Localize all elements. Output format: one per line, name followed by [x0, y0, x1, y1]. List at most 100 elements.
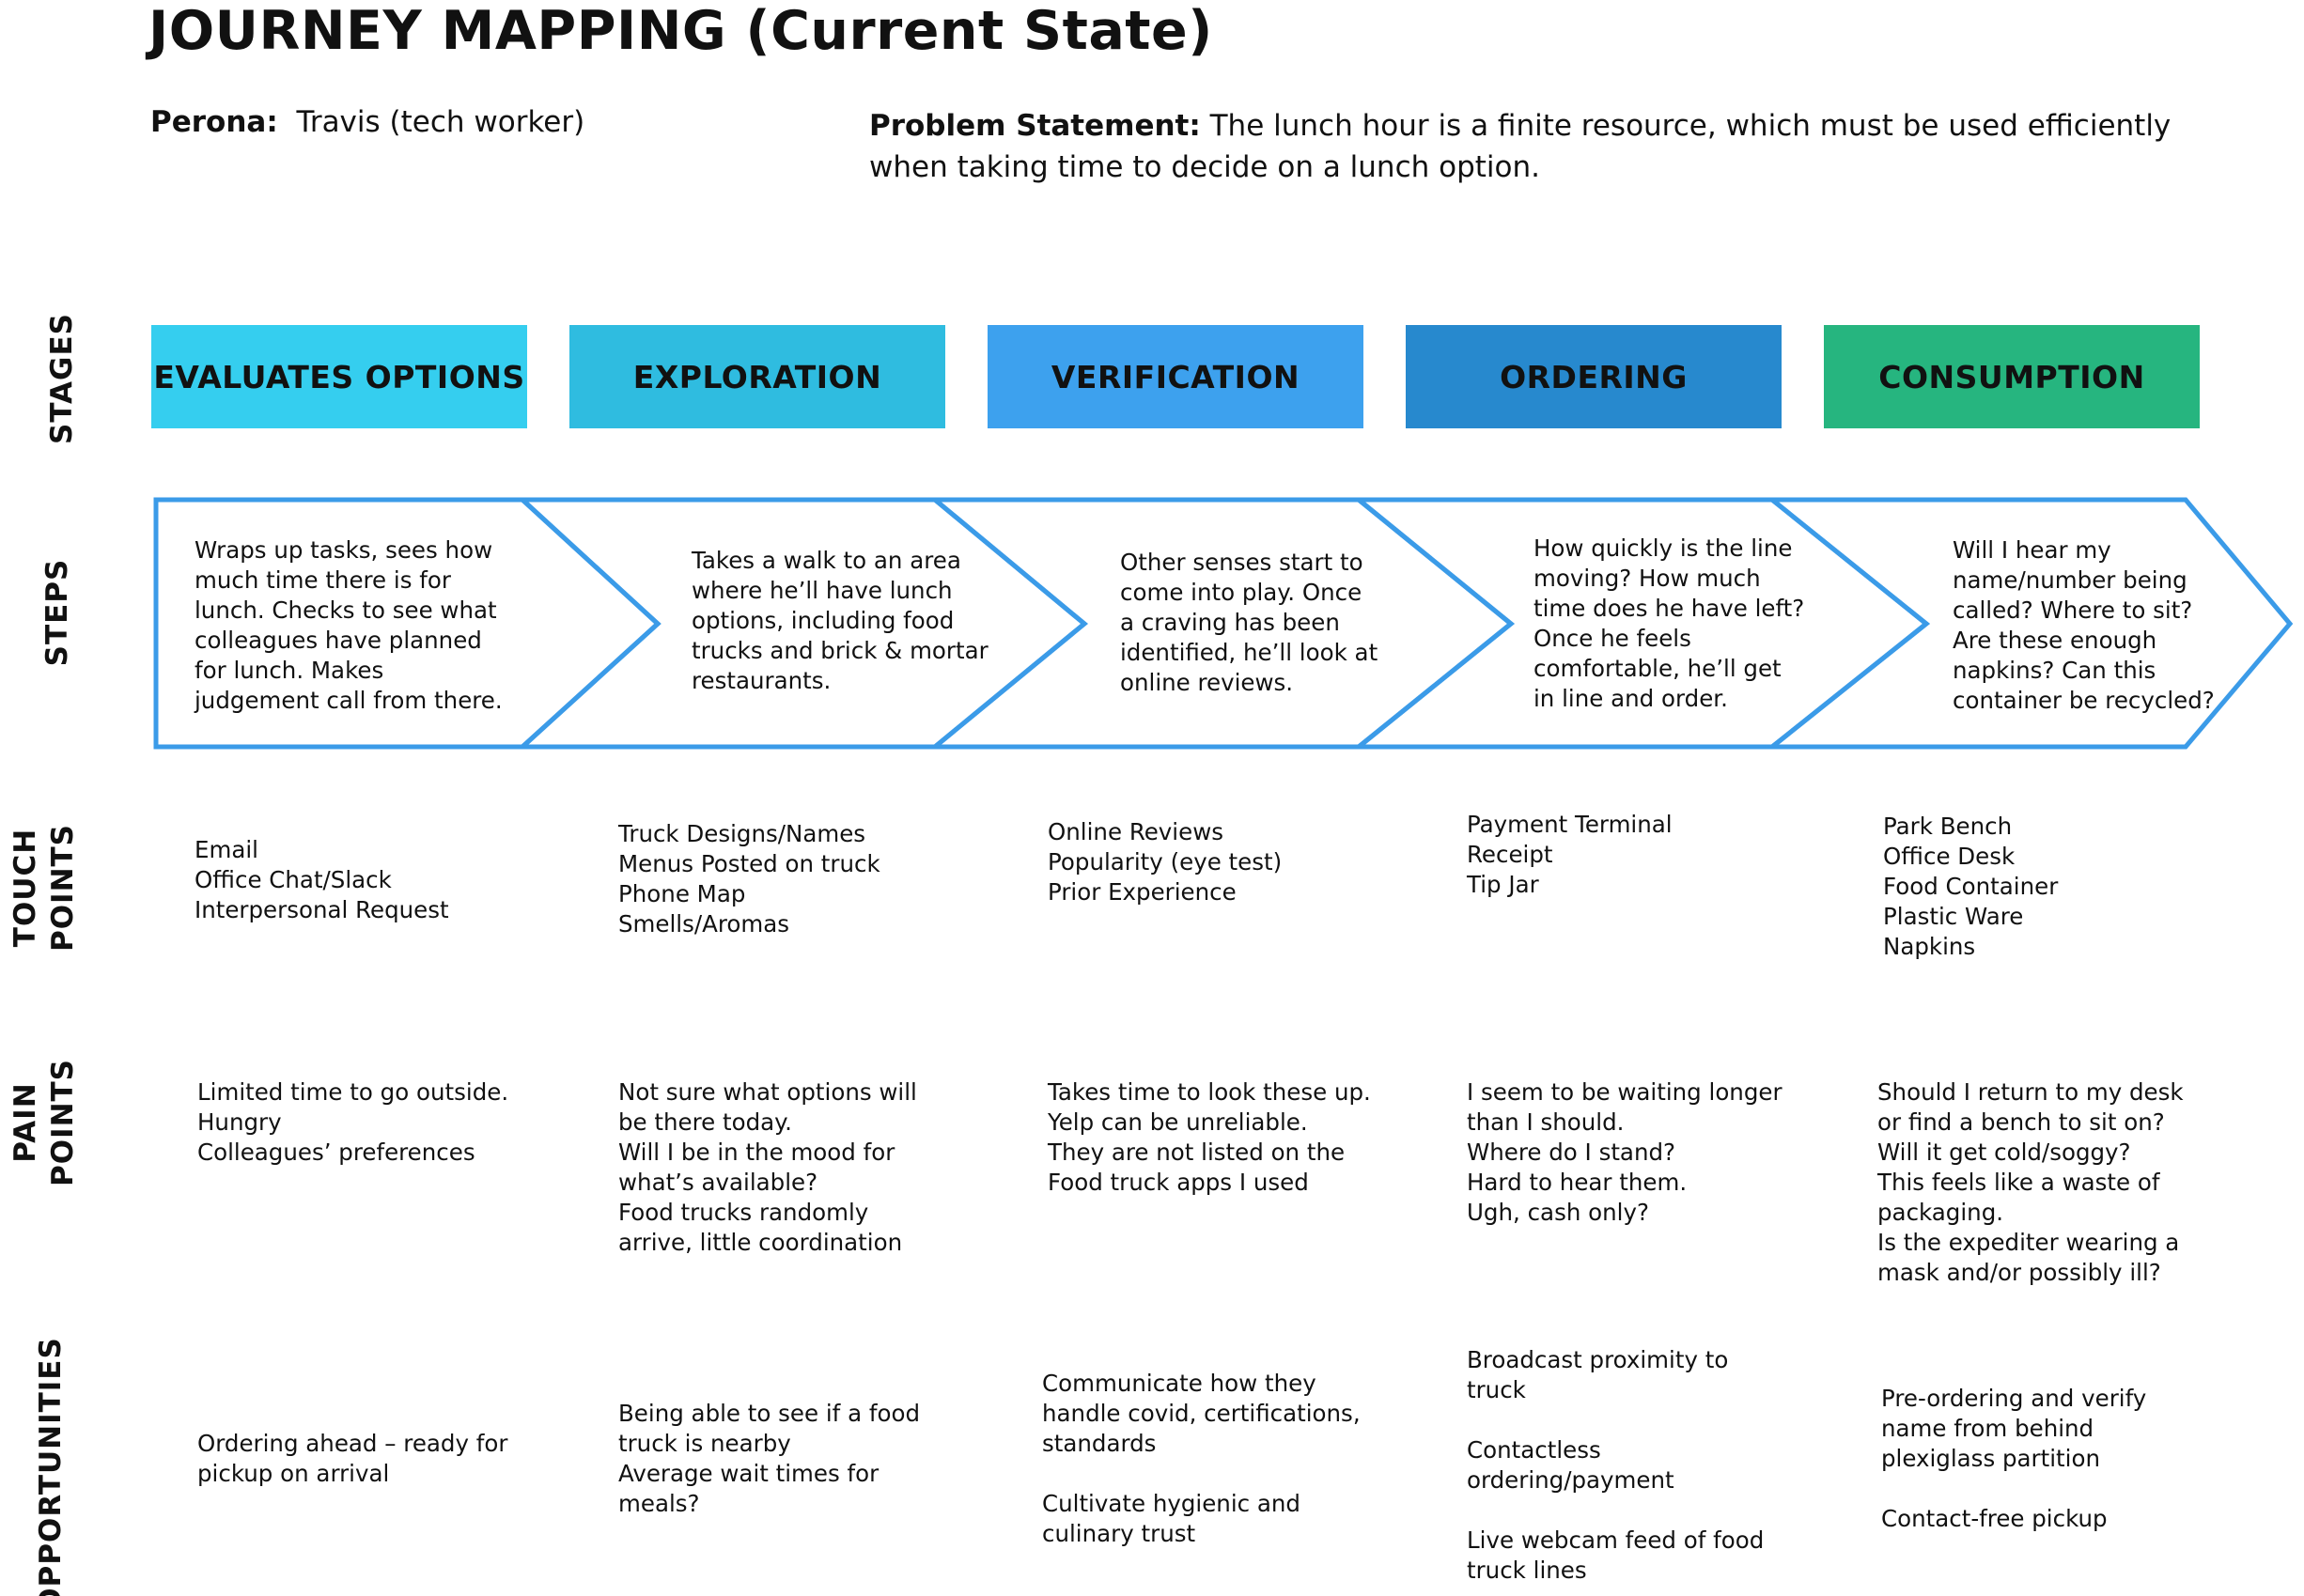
text-line: Truck Designs/Names: [618, 820, 866, 847]
text-line: Will I hear my: [1953, 536, 2111, 564]
text-line: Not sure what options will: [618, 1078, 917, 1106]
page-title: JOURNEY MAPPING (Current State): [148, 0, 1213, 62]
text-line: come into play. Once: [1120, 579, 1362, 606]
text-line: Food truck apps I used: [1048, 1169, 1309, 1196]
text-line: Office Chat/Slack: [195, 866, 392, 893]
stage-ordering: ORDERING: [1406, 325, 1782, 428]
text-line: Phone Map: [618, 880, 746, 907]
text-line: Cultivate hygienic and: [1042, 1490, 1300, 1517]
stage-evaluates-options: EVALUATES OPTIONS: [151, 325, 527, 428]
text-line: Should I return to my desk: [1877, 1078, 2184, 1106]
text-line: a craving has been: [1120, 609, 1340, 636]
text-line: Wraps up tasks, sees how: [195, 536, 493, 564]
stage-verification: VERIFICATION: [988, 325, 1363, 428]
text-line: Napkins: [1883, 933, 1976, 960]
text-line: Will I be in the mood for: [618, 1139, 895, 1166]
text-line: arrive, little coordination: [618, 1229, 903, 1256]
text-line: Takes time to look these up.: [1048, 1078, 1371, 1106]
text-line: plexiglass partition: [1881, 1445, 2100, 1472]
text-line: Is the expediter wearing a: [1877, 1229, 2180, 1256]
text-line: for lunch. Makes: [195, 657, 384, 684]
text-line: Hungry: [197, 1108, 282, 1136]
text-line: Broadcast proximity to: [1467, 1346, 1729, 1373]
text-line: judgement call from there.: [195, 687, 503, 714]
text-line: Takes a walk to an area: [692, 547, 961, 574]
text-line: Prior Experience: [1048, 878, 1237, 906]
text-line: pickup on arrival: [197, 1460, 390, 1487]
stage-exploration: EXPLORATION: [569, 325, 945, 428]
text-line: Yelp can be unreliable.: [1048, 1108, 1308, 1136]
text-line: than I should.: [1467, 1108, 1625, 1136]
text-line: Where do I stand?: [1467, 1139, 1676, 1166]
text-line: meals?: [618, 1490, 700, 1517]
text-line: Average wait times for: [618, 1460, 880, 1487]
text-line: Ugh, cash only?: [1467, 1199, 1649, 1226]
text-line: options, including food: [692, 607, 955, 634]
text-line: Payment Terminal: [1467, 811, 1673, 838]
text-line: [1042, 1459, 1361, 1489]
text-line: Once he feels: [1533, 625, 1691, 652]
text-line: Limited time to go outside.: [197, 1078, 509, 1106]
text-line: Will it get cold/soggy?: [1877, 1139, 2131, 1166]
text-line: napkins? Can this: [1953, 657, 2156, 684]
text-line: Online Reviews: [1048, 818, 1223, 845]
text-line: I seem to be waiting longer: [1467, 1078, 1782, 1106]
text-line: called? Where to sit?: [1953, 597, 2193, 624]
text-line: Contactless: [1467, 1436, 1601, 1464]
text-line: be there today.: [618, 1108, 792, 1136]
text-line: Food Container: [1883, 873, 2059, 900]
text-line: or find a bench to sit on?: [1877, 1108, 2165, 1136]
text-line: They are not listed on the: [1048, 1139, 1346, 1166]
text-line: moving? How much: [1533, 565, 1761, 592]
persona-value: Travis (tech worker): [296, 105, 585, 139]
text-line: Other senses start to: [1120, 549, 1363, 576]
text-line: Popularity (eye test): [1048, 848, 1283, 875]
text-line: Hard to hear them.: [1467, 1169, 1688, 1196]
text-line: comfortable, he’ll get: [1533, 655, 1782, 682]
text-line: Interpersonal Request: [195, 896, 449, 923]
stage-consumption: CONSUMPTION: [1824, 325, 2200, 428]
text-line: Pre-ordering and verify: [1881, 1385, 2147, 1412]
text-line: [1881, 1474, 2146, 1504]
problem-label: Problem Statement:: [869, 109, 1201, 143]
text-line: Office Desk: [1883, 843, 2016, 870]
text-line: Email: [195, 836, 258, 863]
text-line: Park Bench: [1883, 813, 2013, 840]
text-line: How quickly is the line: [1533, 535, 1793, 562]
text-line: truck: [1467, 1376, 1526, 1403]
problem-value: The lunch hour is a finite resource, whi…: [869, 109, 2172, 184]
text-line: truck is nearby: [618, 1430, 791, 1457]
text-line: culinary trust: [1042, 1520, 1196, 1547]
text-line: Tip Jar: [1467, 871, 1539, 898]
step-text-3: Other senses start to come into play. Onc…: [1120, 548, 1378, 698]
text-line: standards: [1042, 1430, 1157, 1457]
persona-label: Perona:: [150, 105, 278, 139]
text-line: Contact-free pickup: [1881, 1505, 2108, 1532]
text-line: much time there is for: [195, 566, 451, 594]
persona: Perona: Travis (tech worker): [150, 105, 584, 139]
text-line: packaging.: [1877, 1199, 2004, 1226]
text-line: [1467, 1495, 1764, 1526]
text-line: Smells/Aromas: [618, 910, 790, 937]
text-line: handle covid, certifications,: [1042, 1400, 1361, 1427]
text-line: name/number being: [1953, 566, 2187, 594]
text-line: lunch. Checks to see what: [195, 597, 497, 624]
text-line: Receipt: [1467, 841, 1553, 868]
problem-statement: Problem Statement: The lunch hour is a f…: [869, 105, 2232, 188]
chevron-step-5: [1765, 497, 2294, 750]
